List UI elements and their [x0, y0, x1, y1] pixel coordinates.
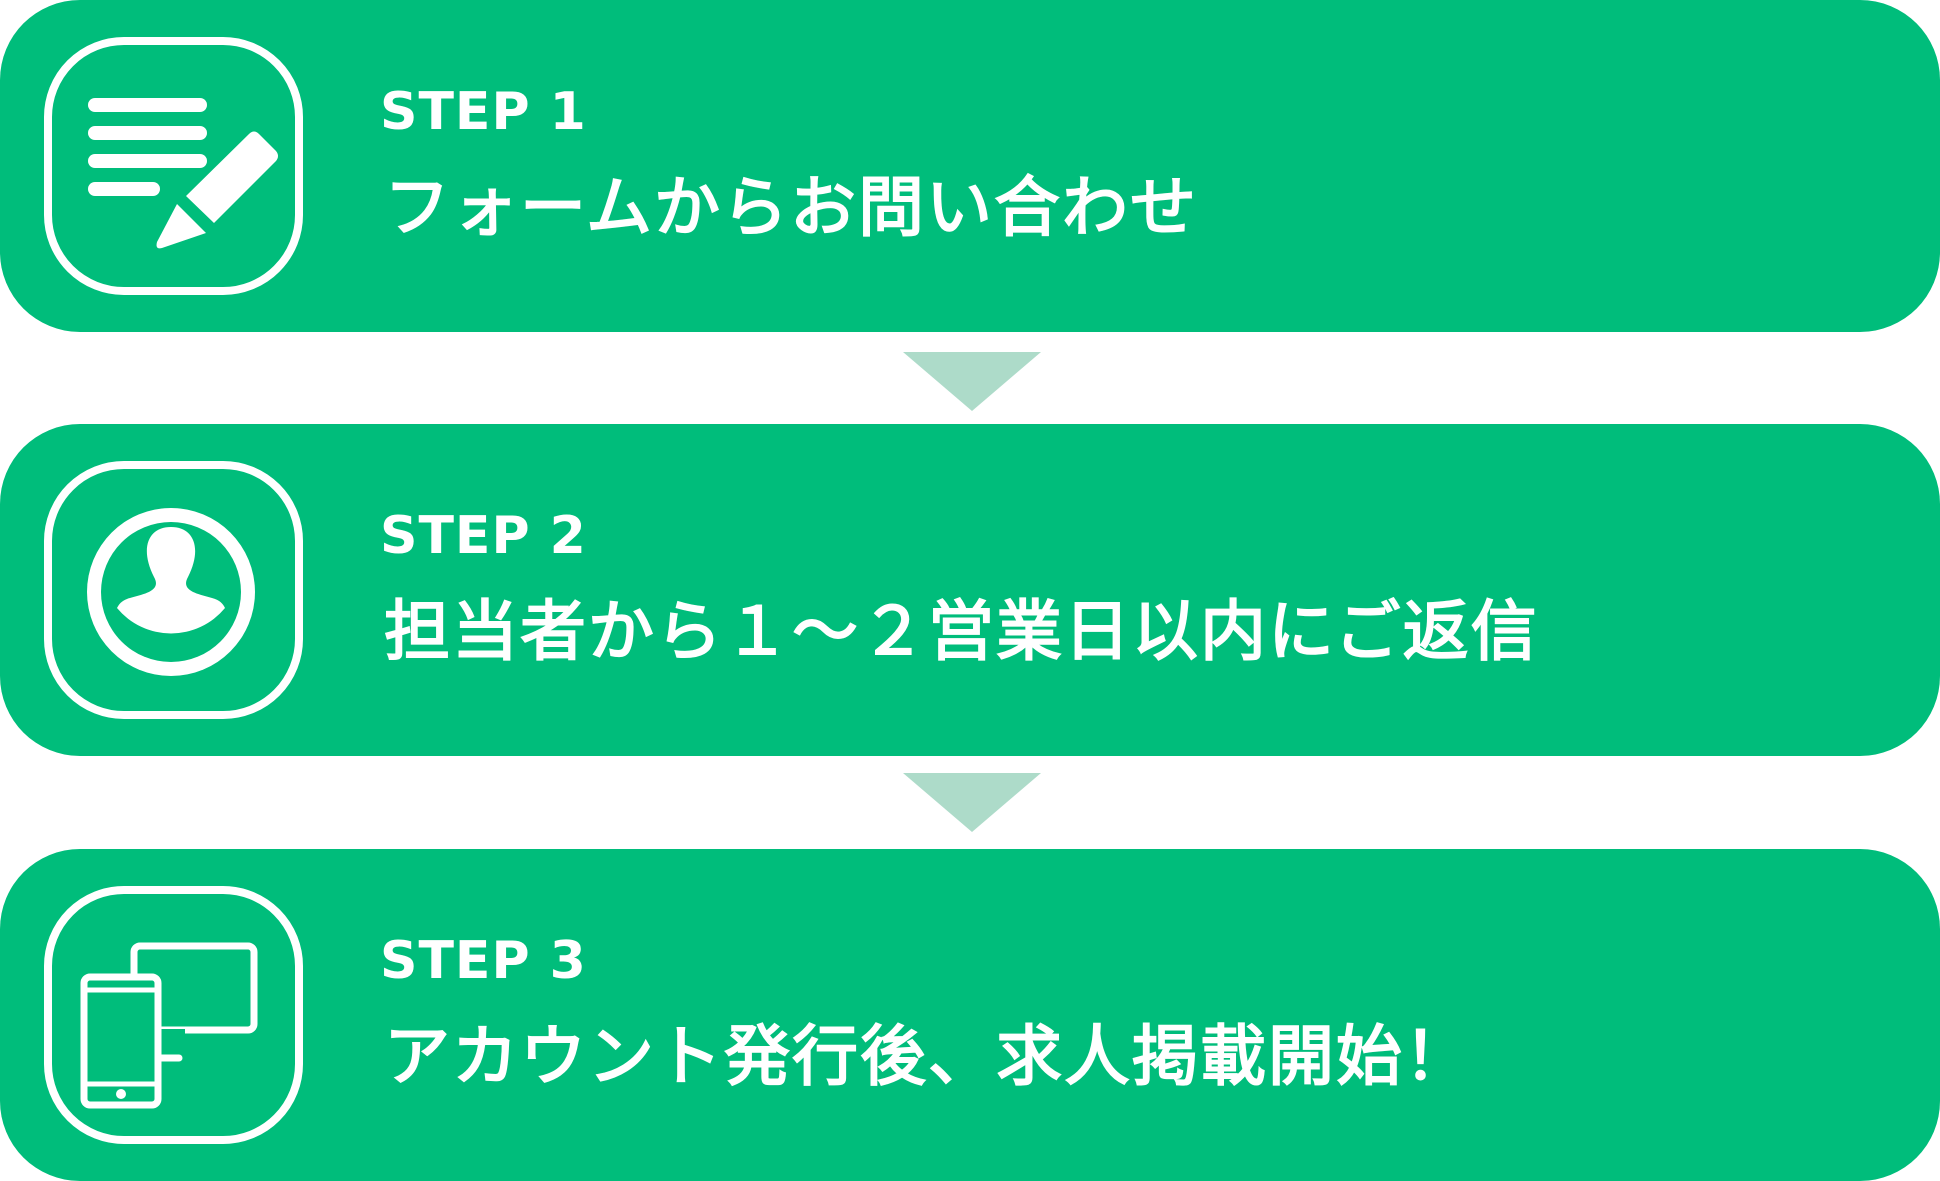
step-description: フォームからお問い合わせ — [384, 169, 1199, 246]
down-arrow-icon — [903, 352, 1041, 411]
devices-icon — [44, 886, 303, 1144]
step-label: STEP 3 — [380, 931, 587, 991]
step-description: アカウント発行後、求人掲載開始！ — [384, 1018, 1472, 1095]
step-label: STEP 1 — [380, 82, 587, 142]
step-description: 担当者から１～２営業日以内にご返信 — [384, 593, 1539, 670]
step-1-panel: STEP 1 フォームからお問い合わせ — [0, 0, 1940, 332]
step-3-panel: STEP 3 アカウント発行後、求人掲載開始！ — [0, 849, 1940, 1181]
step-label: STEP 2 — [380, 506, 587, 566]
form-pencil-icon — [44, 37, 303, 295]
step-2-panel: STEP 2 担当者から１～２営業日以内にご返信 — [0, 424, 1940, 756]
person-icon — [44, 461, 303, 719]
down-arrow-icon — [903, 773, 1041, 832]
